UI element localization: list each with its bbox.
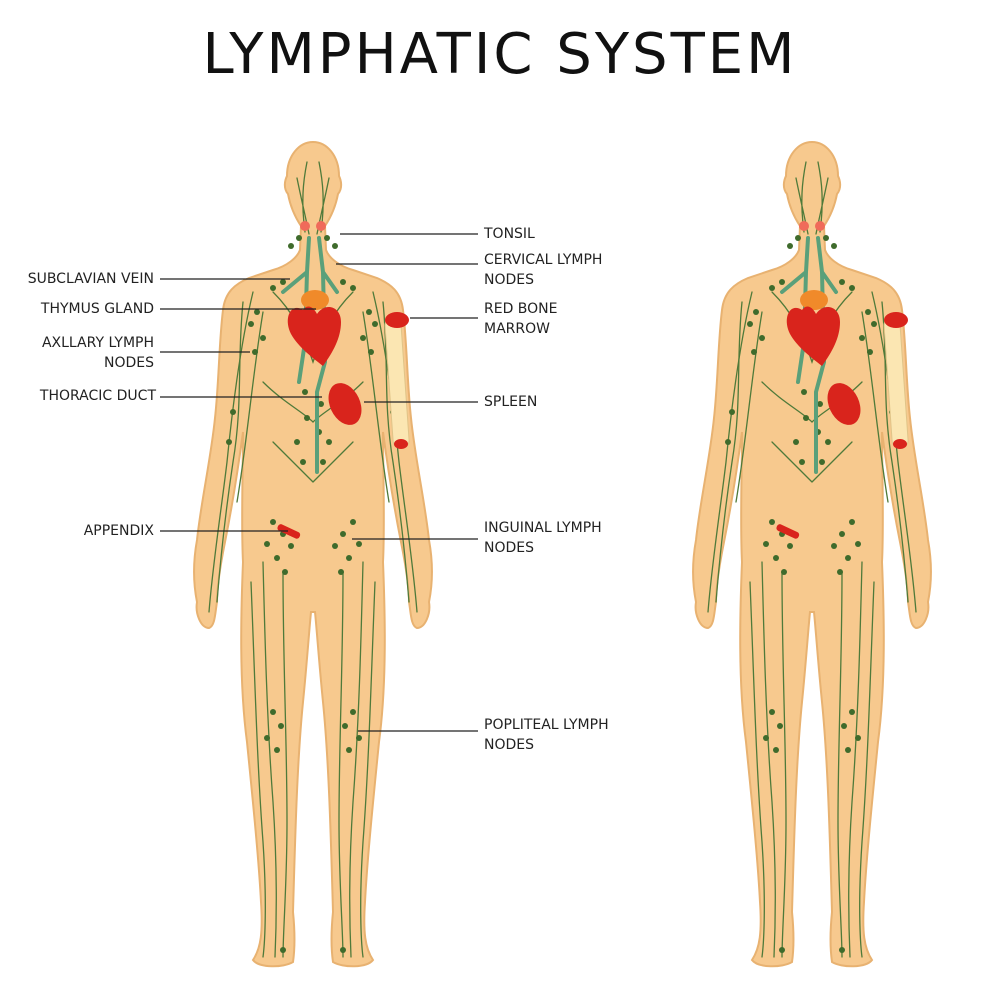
label-tonsil: TONSIL [484, 226, 535, 242]
label-spleen: SPLEEN [484, 394, 538, 410]
label-thoracic-duct: THORACIC DUCT [39, 388, 156, 404]
label-cervical-line1: CERVICAL LYMPH [484, 252, 603, 268]
label-red-bone-marrow: RED BONE MARROW [484, 299, 558, 339]
label-popliteal-line1: POPLITEAL LYMPH [484, 717, 609, 733]
leader-lines [160, 233, 478, 732]
label-axillary-line1: AXLLARY LYMPH [41, 335, 154, 351]
figure-left [193, 141, 433, 968]
label-axillary-line2: NODES [103, 355, 154, 371]
label-inguinal-line1: INGUINAL LYMPH [484, 520, 602, 536]
page-title: LYMPHATIC SYSTEM [202, 22, 798, 87]
label-popliteal-lymph-nodes: POPLITEAL LYMPH NODES [484, 715, 609, 755]
label-cervical-line2: NODES [484, 272, 535, 288]
label-appendix: APPENDIX [83, 523, 154, 539]
label-popliteal-line2: NODES [484, 737, 535, 753]
label-thymus-gland: THYMUS GLAND [40, 301, 154, 317]
label-axillary-lymph-nodes: AXLLARY LYMPH NODES [42, 333, 154, 373]
label-inguinal-lymph-nodes: INGUINAL LYMPH NODES [484, 518, 602, 558]
label-red-bone-line2: MARROW [484, 321, 550, 337]
label-cervical-lymph-nodes: CERVICAL LYMPH NODES [484, 250, 602, 290]
label-red-bone-line1: RED BONE [484, 301, 558, 317]
label-inguinal-line2: NODES [484, 540, 535, 556]
label-subclavian-vein: SUBCLAVIAN VEIN [27, 271, 154, 287]
figure-right [692, 141, 932, 968]
